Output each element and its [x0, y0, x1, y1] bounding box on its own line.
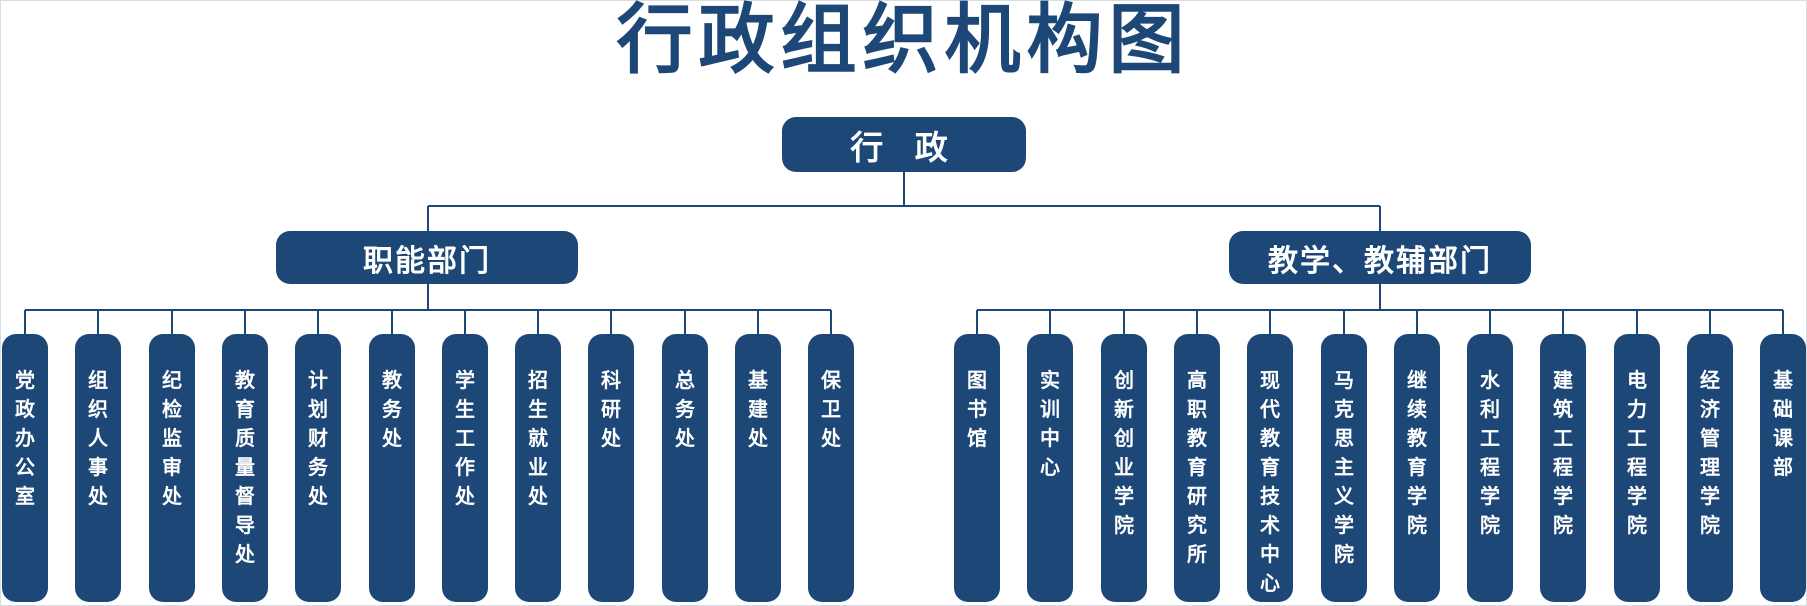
leaf-node: 基建处	[735, 334, 781, 602]
leaf-node: 学生工作处	[442, 334, 488, 602]
leaf-label: 纪检监审处	[162, 368, 182, 508]
leaf-node: 组织人事处	[75, 334, 121, 602]
branch-node-teaching: 教学、教辅部门	[1229, 231, 1531, 284]
leaf-label: 继续教育学院	[1407, 368, 1427, 537]
leaf-node: 保卫处	[808, 334, 854, 602]
chart-title: 行政组织机构图	[616, 0, 1191, 84]
leaf-node: 建筑工程学院	[1540, 334, 1586, 602]
leaf-node: 水利工程学院	[1467, 334, 1513, 602]
leaf-node: 经济管理学院	[1687, 334, 1733, 602]
leaf-label: 总务处	[675, 368, 695, 450]
leaf-label: 实训中心	[1040, 368, 1060, 479]
leaf-label: 马克思主义学院	[1334, 368, 1354, 566]
leaf-label: 高职教育研究所	[1187, 368, 1207, 566]
leaf-node: 高职教育研究所	[1174, 334, 1220, 602]
leaf-label: 教育质量督导处	[235, 368, 255, 566]
leaf-node: 计划财务处	[295, 334, 341, 602]
branch-label: 职能部门	[363, 243, 491, 279]
branch-label: 教学、教辅部门	[1268, 243, 1492, 279]
leaf-label: 基建处	[748, 368, 768, 450]
leaf-label: 教务处	[382, 368, 402, 450]
leaf-node: 招生就业处	[515, 334, 561, 602]
leaf-label: 科研处	[601, 368, 621, 450]
leaf-node: 教育质量督导处	[222, 334, 268, 602]
leaf-node: 党政办公室	[2, 334, 48, 602]
root-label: 行 政	[850, 127, 958, 167]
leaf-label: 基础课部	[1773, 368, 1793, 479]
leaf-label: 水利工程学院	[1480, 368, 1500, 537]
leaf-label: 电力工程学院	[1627, 368, 1647, 537]
leaf-node: 实训中心	[1027, 334, 1073, 602]
leaf-node: 总务处	[662, 334, 708, 602]
leaf-label: 党政办公室	[15, 368, 35, 508]
leaf-node: 图书馆	[954, 334, 1000, 602]
leaf-node: 现代教育技术中心	[1247, 334, 1293, 602]
leaf-node: 电力工程学院	[1614, 334, 1660, 602]
leaf-node: 继续教育学院	[1394, 334, 1440, 602]
leaf-label: 建筑工程学院	[1553, 368, 1573, 537]
branch-node-functional: 职能部门	[276, 231, 578, 284]
leaf-label: 现代教育技术中心	[1260, 368, 1280, 595]
leaf-node: 科研处	[588, 334, 634, 602]
leaf-label: 学生工作处	[455, 368, 475, 508]
leaf-node: 创新创业学院	[1101, 334, 1147, 602]
leaf-node: 教务处	[369, 334, 415, 602]
leaf-label: 保卫处	[821, 368, 841, 450]
leaf-node: 马克思主义学院	[1321, 334, 1367, 602]
leaf-label: 图书馆	[967, 368, 987, 450]
leaf-label: 经济管理学院	[1700, 368, 1720, 537]
leaf-node: 基础课部	[1760, 334, 1806, 602]
leaf-label: 创新创业学院	[1114, 368, 1134, 537]
leaf-label: 组织人事处	[88, 368, 108, 508]
leaf-node: 纪检监审处	[149, 334, 195, 602]
root-node: 行 政	[782, 117, 1026, 172]
leaf-label: 招生就业处	[528, 368, 548, 508]
leaf-label: 计划财务处	[308, 368, 328, 508]
